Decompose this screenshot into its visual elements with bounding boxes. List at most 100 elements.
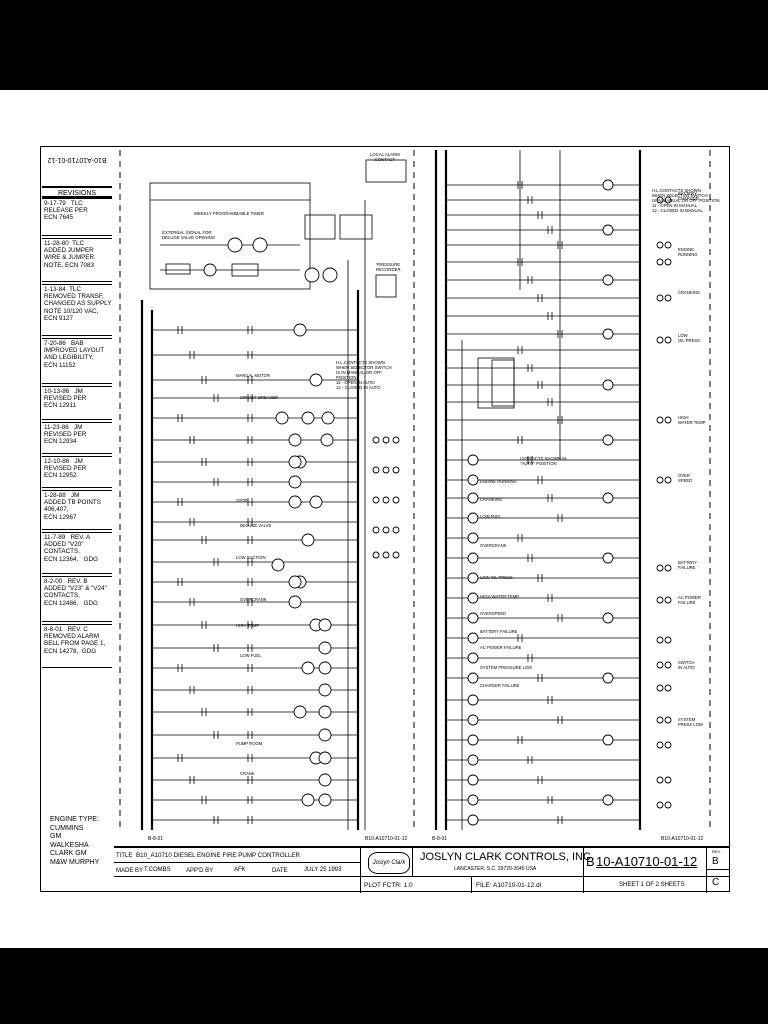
indicator-lamp bbox=[467, 774, 479, 786]
engine-item: CUMMINS bbox=[50, 824, 84, 832]
rung-label: PUMP ROOM bbox=[236, 741, 263, 746]
heater-box bbox=[231, 263, 259, 277]
terminal bbox=[664, 416, 672, 424]
indicator-lamp bbox=[602, 672, 614, 684]
terminal bbox=[656, 564, 664, 572]
rung-label: CRANK bbox=[240, 771, 255, 776]
engine-type-list: ENGINE TYPE: CUMMINS GM WALKESHA CLARK G… bbox=[50, 816, 99, 868]
terminal bbox=[656, 801, 664, 809]
right-label: AC POWER FAILURE bbox=[678, 595, 701, 605]
indicator-lamp bbox=[318, 618, 332, 632]
terminal bbox=[656, 636, 664, 644]
indicator-lamp bbox=[288, 475, 302, 489]
title-label: TITLE bbox=[116, 853, 133, 859]
right-label: BATTERY FAILURE bbox=[678, 560, 697, 570]
terminal bbox=[656, 294, 664, 302]
indicator-lamp bbox=[301, 661, 315, 675]
left-mid-note: H.L.CONTACTS SHOWN WHEN SELECTOR SWITCH … bbox=[336, 360, 392, 390]
terminal bbox=[382, 436, 390, 444]
indicator-lamp bbox=[467, 794, 479, 806]
panel-box bbox=[149, 182, 311, 290]
date-label: DATE bbox=[272, 868, 288, 874]
terminal bbox=[656, 336, 664, 344]
indicator-lamp bbox=[301, 411, 315, 425]
terminal bbox=[656, 258, 664, 266]
terminal bbox=[382, 551, 390, 559]
indicator-lamp bbox=[602, 612, 614, 624]
rung-label: HIGH TEMP bbox=[236, 623, 260, 628]
terminal bbox=[664, 258, 672, 266]
right-label: LOW OIL PRESS. bbox=[678, 333, 702, 343]
indicator-lamp bbox=[467, 492, 479, 504]
terminal bbox=[372, 526, 380, 534]
alarm-label: CHARGER FAILURE bbox=[480, 683, 520, 688]
terminal bbox=[392, 466, 400, 474]
indicator-lamp bbox=[301, 533, 315, 547]
indicator-lamp bbox=[320, 433, 334, 447]
top-box-label: LOCAL ALARM CONTACT bbox=[370, 152, 400, 162]
indicator-lamp bbox=[293, 705, 307, 719]
indicator-lamp bbox=[321, 411, 335, 425]
right-label: BATTERY CHARGER bbox=[678, 191, 699, 201]
terminal bbox=[664, 564, 672, 572]
made-by-label: MADE BY bbox=[116, 868, 144, 874]
terminal bbox=[392, 436, 400, 444]
indicator-lamp bbox=[467, 672, 479, 684]
relay-coil bbox=[203, 263, 217, 277]
pressure-recorder bbox=[375, 274, 397, 298]
indicator-lamp bbox=[318, 683, 332, 697]
terminal bbox=[656, 716, 664, 724]
terminal bbox=[392, 496, 400, 504]
right-label: ENGINE RUNNING bbox=[678, 247, 698, 257]
indicator-lamp bbox=[467, 592, 479, 604]
right-label: CRANKING bbox=[678, 290, 701, 295]
terminal bbox=[664, 196, 672, 204]
indicator-lamp bbox=[318, 705, 332, 719]
right-label: OVER SPEED bbox=[678, 473, 693, 483]
rev-value-b: B bbox=[712, 856, 719, 867]
indicator-lamp bbox=[318, 728, 332, 742]
indicator-lamp bbox=[318, 641, 332, 655]
indicator-lamp bbox=[467, 454, 479, 466]
terminal bbox=[656, 684, 664, 692]
indicator-lamp bbox=[602, 379, 614, 391]
rung-label: OVERCRANK bbox=[240, 597, 267, 602]
drawing-border bbox=[40, 146, 730, 892]
rung-label: LOW SUCTION bbox=[236, 555, 266, 560]
terminal bbox=[382, 496, 390, 504]
rung-label: CIRCUIT BREAKER bbox=[240, 395, 279, 400]
indicator-lamp bbox=[467, 814, 479, 826]
indicator-lamp bbox=[467, 694, 479, 706]
indicator-lamp bbox=[288, 455, 302, 469]
alarm-label: CRANKING bbox=[480, 497, 503, 502]
title-block: TITLE B10_A10710 DIESEL ENGINE FIRE PUMP… bbox=[114, 846, 730, 893]
terminal bbox=[392, 551, 400, 559]
alarm-label: LOW FUEL bbox=[480, 514, 502, 519]
terminal bbox=[664, 636, 672, 644]
ref-label-right: B10-A10710-01-12 bbox=[661, 836, 704, 842]
right-label: SWITCH IN AUTO bbox=[678, 660, 695, 670]
indicator-lamp bbox=[602, 794, 614, 806]
terminal bbox=[664, 801, 672, 809]
indicator-lamp bbox=[467, 714, 479, 726]
date-value: JULY 25 1993 bbox=[304, 867, 342, 873]
revision-entry: 11-7-89 REV. A ADDED "V20" CONTACTS, ECN… bbox=[42, 532, 112, 574]
indicator-lamp bbox=[318, 773, 332, 787]
indicator-lamp bbox=[318, 751, 332, 765]
terminal bbox=[656, 196, 664, 204]
terminal bbox=[656, 596, 664, 604]
terminal-block bbox=[304, 214, 336, 240]
indicator-lamp bbox=[602, 328, 614, 340]
terminal bbox=[372, 466, 380, 474]
indicator-lamp bbox=[293, 323, 307, 337]
indicator-lamp bbox=[301, 793, 315, 807]
right-top-note: H.L.CONTACTS SHOWN WHEN SELECTOR SWITCH … bbox=[652, 188, 720, 213]
terminal bbox=[664, 476, 672, 484]
alarm-label: SYSTEM PRESSURE LOW bbox=[480, 665, 533, 670]
revision-entry: 1-28-88 JM ADDED TB POINTS 406,407, ECN … bbox=[42, 490, 112, 530]
indicator-lamp bbox=[467, 612, 479, 624]
sheet-info: SHEET 1 OF 2 SHEETS bbox=[619, 882, 685, 888]
panel-top-label: WEEKLY PROGRAMMABLE TIMER bbox=[194, 211, 264, 216]
alarm-label: BATTERY FAILURE bbox=[480, 629, 518, 634]
indicator-lamp bbox=[467, 754, 479, 766]
